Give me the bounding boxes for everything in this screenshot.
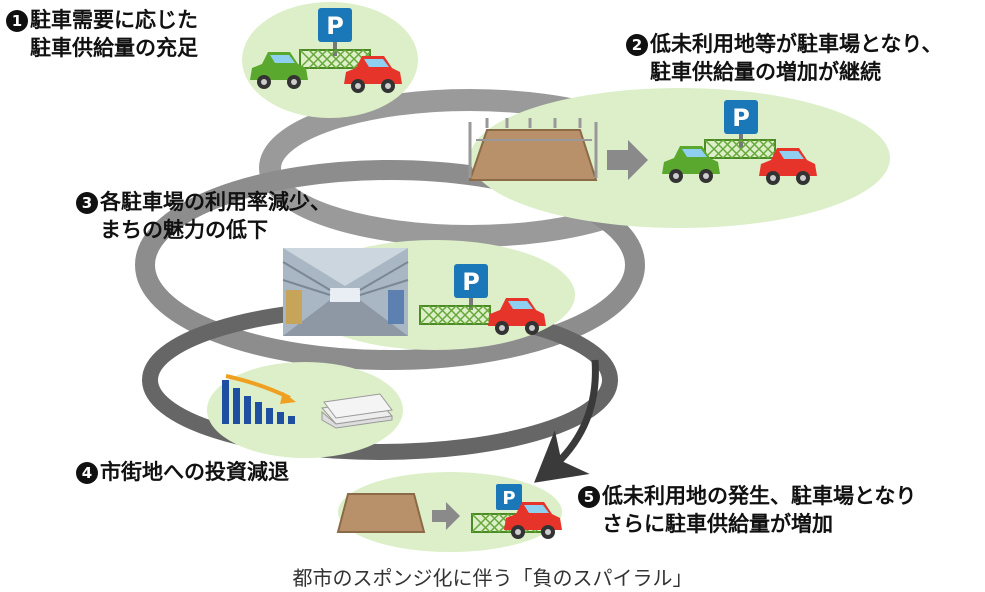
diagram-caption: 都市のスポンジ化に伴う「負のスパイラル」 — [292, 566, 693, 590]
parking-sign: P — [502, 488, 515, 509]
scene-3-bubble: P — [282, 240, 575, 350]
step-number-badge: 4 — [76, 462, 98, 484]
step-text-line: 低未利用地等が駐車場となり、 — [650, 32, 943, 56]
step-text-line: 駐車供給量の充足 — [30, 36, 198, 60]
step-text-line: 各駐車場の利用率減少、 — [100, 190, 331, 214]
declining-bar-chart-icon — [222, 374, 296, 424]
right-arrow-icon — [432, 502, 460, 530]
shuttered-arcade-icon — [282, 248, 409, 336]
step-number-badge: 5 — [578, 486, 600, 508]
parking-sign: P — [326, 12, 344, 40]
step-text-line: 駐車供給量の増加が継続 — [650, 60, 881, 84]
spiral-arrow — [534, 359, 599, 483]
vacant-lot-icon — [468, 129, 598, 181]
step-number-badge: 2 — [626, 34, 648, 56]
parking-sign: P — [462, 268, 480, 296]
right-arrow-icon — [607, 140, 648, 180]
step-number-badge: 3 — [76, 192, 98, 214]
scene-4-bubble — [207, 362, 403, 458]
step-text-line: さらに駐車供給量が増加 — [602, 512, 833, 536]
step-text-line: 市街地への投資減退 — [100, 460, 289, 484]
scene-1-bubble: P — [242, 2, 418, 118]
step-number-badge: 1 — [6, 10, 28, 32]
step-text-line: 駐車需要に応じた — [30, 8, 198, 32]
parking-sign: P — [732, 104, 750, 132]
step-text-line: 低未利用地の発生、駐車場となり — [602, 484, 917, 508]
scene-2-bubble: P — [468, 88, 890, 228]
vacant-lot-icon — [336, 493, 426, 533]
money-stack-icon — [321, 393, 393, 429]
step-text-line: まちの魅力の低下 — [100, 218, 268, 242]
scene-5-bubble: P — [336, 472, 562, 552]
